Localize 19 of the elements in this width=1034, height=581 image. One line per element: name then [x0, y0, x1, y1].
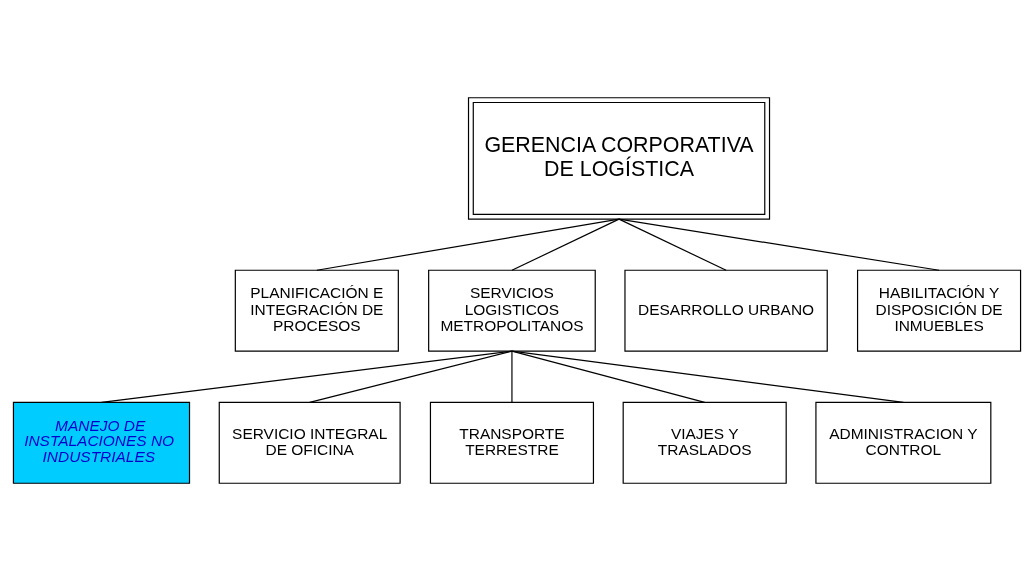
node-box: ADMINISTRACION Y CONTROL — [815, 401, 992, 484]
node-box: PLANIFICACIÓN E INTEGRACIÓN DE PROCESOS — [234, 269, 399, 352]
connector — [309, 350, 513, 403]
connector — [100, 350, 513, 403]
connector — [511, 350, 904, 403]
connector — [316, 218, 620, 271]
node-box: SERVICIO INTEGRAL DE OFICINA — [218, 401, 401, 484]
node-box: TRANSPORTE TERRESTRE — [429, 401, 595, 484]
node-box: HABILITACIÓN Y DISPOSICIÓN DE INMUEBLES — [856, 269, 1022, 352]
node-box: MANEJO DE INSTALACIONES NO INDUSTRIALES — [12, 401, 191, 484]
connector — [618, 218, 940, 271]
node-box: DESARROLLO URBANO — [624, 269, 828, 352]
connector — [511, 350, 706, 403]
connector — [511, 350, 513, 403]
connector — [618, 218, 727, 271]
node-box: VIAJES Y TRASLADOS — [622, 401, 787, 484]
node-box: GERENCIA CORPORATIVA DE LOGÍSTICA — [467, 97, 771, 220]
connector — [511, 218, 620, 271]
node-box: SERVICIOS LOGISTICOS METROPOLITANOS — [428, 269, 596, 352]
